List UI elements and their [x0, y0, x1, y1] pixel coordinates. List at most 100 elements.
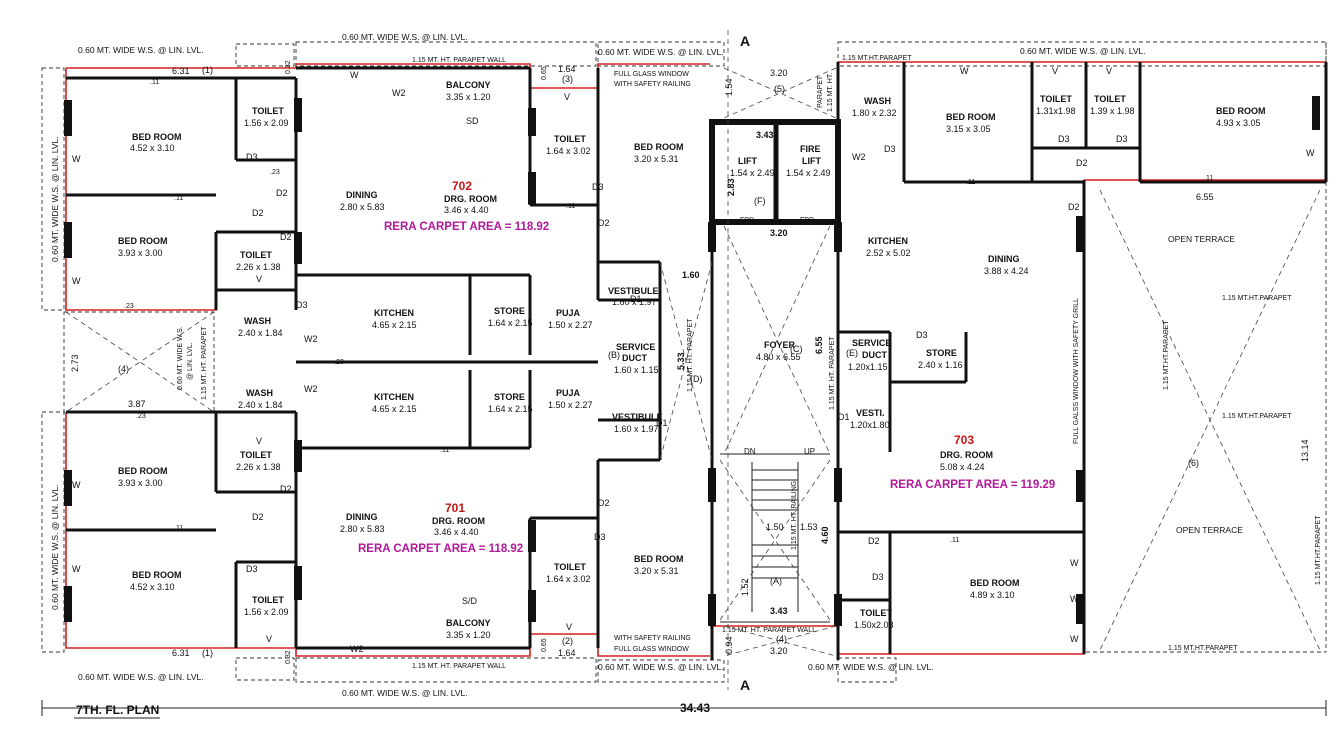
- room-size: 1.60 x 1.97: [612, 297, 657, 307]
- dimension: 6.31: [172, 66, 190, 76]
- unit-labels: 702 DRG. ROOM 3.46 x 4.40 RERA CARPET AR…: [358, 179, 1055, 555]
- door-tag: D3: [296, 300, 308, 310]
- door-tag: D3: [1116, 134, 1128, 144]
- window-tag: W: [350, 70, 359, 80]
- window-tag: W: [1306, 148, 1315, 158]
- ws-note: 0.60 MT. WIDE W.S. @ LIN. LVL.: [598, 47, 724, 57]
- dimension: 3.20: [770, 68, 788, 78]
- door-tag: D3: [884, 144, 896, 154]
- ws-note: 0.60 MT. WIDE W.S. @ LIN. LVL.: [78, 672, 204, 682]
- shaft-crosses: [65, 67, 1321, 657]
- vent-tag: V: [256, 436, 262, 446]
- window-tag: W2: [392, 88, 406, 98]
- room-size: 3.20 x 5.31: [634, 154, 679, 164]
- room-size: 1.60 x 1.15: [614, 365, 659, 375]
- window-tag: W: [72, 564, 81, 574]
- room-name: WASH: [244, 316, 271, 326]
- ws-note: 0.60 MT. WIDE W.S. @ LIN. LVL.: [78, 45, 204, 55]
- parapet-note: 1.15 MT.HT.PARAPET: [842, 55, 912, 62]
- window-tag: W: [960, 66, 969, 76]
- room-size: 1.64 x 2.15: [488, 318, 533, 328]
- door-tag: D2: [598, 498, 610, 508]
- room-name: DINING: [346, 512, 378, 522]
- dimension: 1.54: [724, 78, 734, 96]
- room-size: 2.80 x 5.83: [340, 524, 385, 534]
- dimension: 0.32: [285, 650, 292, 664]
- window-tag: W2: [304, 334, 318, 344]
- zone-tag: (3): [562, 74, 573, 84]
- window-tag: W: [1070, 594, 1079, 604]
- room-size: 1.56 x 2.09: [244, 118, 289, 128]
- ws-note: 0.60 MT. WIDE W.S. @ LIN. LVL.: [598, 662, 724, 672]
- parapet-note: 1.15 MT. HT. PARAPET WALL: [412, 57, 506, 64]
- room-name: SERVICE: [852, 338, 891, 348]
- room-size: 1.31x1.98: [1036, 106, 1076, 116]
- rera-area: RERA CARPET AREA = 118.92: [358, 543, 523, 555]
- vent-tag: V: [266, 634, 272, 644]
- dimension: .11: [966, 179, 975, 186]
- room-name: BED ROOM: [946, 112, 996, 122]
- room-name: BED ROOM: [132, 570, 182, 580]
- window-marks: [64, 96, 1320, 626]
- dimension: 3.20: [770, 228, 788, 238]
- window-tag: W2: [304, 384, 318, 394]
- unit-number: 701: [445, 501, 465, 515]
- room-size: 2.52 x 5.02: [866, 248, 911, 258]
- vent-tag: V: [566, 622, 572, 632]
- door-tag: D2: [252, 208, 264, 218]
- dimension: 3.20: [770, 646, 788, 656]
- room-name: VESTIBULE: [608, 286, 659, 296]
- ws-note: 0.60 MT. WIDE W.S. @ LIN. LVL.: [808, 662, 934, 672]
- room-name: WASH: [864, 96, 891, 106]
- room-size: 1.64 x 3.02: [546, 574, 591, 584]
- room-name: OPEN TERRACE: [1176, 525, 1243, 535]
- door-tag: D2: [276, 188, 288, 198]
- dimension: .11: [566, 203, 575, 210]
- room-size: 3.15 x 3.05: [946, 124, 991, 134]
- room-size: 1.50 x 2.27: [548, 400, 593, 410]
- room-name: STORE: [926, 348, 957, 358]
- zone-tag: (A): [770, 576, 782, 586]
- dimension: .11: [174, 525, 183, 532]
- zone-tag: (6): [1188, 458, 1199, 468]
- dimension: 0.32: [285, 60, 292, 74]
- room-name: OPEN TERRACE: [1168, 234, 1235, 244]
- door-tag: D2: [280, 484, 292, 494]
- room-size: 4.52 x 3.10: [130, 143, 175, 153]
- dimension: 2.83: [726, 178, 736, 196]
- room-name: STORE: [494, 306, 525, 316]
- staircase: [751, 462, 799, 612]
- room-name: BALCONY: [446, 80, 491, 90]
- plan-title: 7TH. FL. PLAN: [76, 703, 159, 717]
- zone-tag: (1): [202, 648, 213, 658]
- ws-note: 0.60 MT. WIDE W.S. @ LIN. LVL.: [342, 688, 468, 698]
- dimension: .23: [136, 413, 146, 420]
- glass-note: FULL GLASS WINDOW: [614, 71, 689, 78]
- railing-note: 1.15 MT. HT. RAILING: [791, 481, 798, 550]
- glass-grill-note: FULL GALSS WINDOW WITH SAFETY GRILL: [1073, 298, 1080, 444]
- dimension: 13.14: [1300, 439, 1310, 462]
- stair-up-label: UP: [804, 447, 815, 456]
- room-size: 1.20x1.80: [850, 420, 890, 430]
- title-block: 7TH. FL. PLAN 34.43: [76, 701, 710, 717]
- vent-tag: V: [564, 92, 570, 102]
- ws-note: 0.60 MT. WIDE W.S. @ LIN. LVL.: [1020, 46, 1146, 56]
- room-name: BED ROOM: [118, 236, 168, 246]
- overall-dimension: [41, 700, 1327, 719]
- section-marker-bottom: A: [740, 677, 750, 693]
- room-size: 1.20x1.15: [848, 362, 888, 372]
- window-tag: W: [1070, 558, 1079, 568]
- room-name: TOILET: [1094, 94, 1126, 104]
- room-name: DRG. ROOM: [444, 194, 497, 204]
- room-size: 2.40 x 1.16: [918, 360, 963, 370]
- zone-tag: (5): [774, 84, 785, 94]
- room-size: 3.35 x 1.20: [446, 630, 491, 640]
- room-name: PUJA: [556, 308, 581, 318]
- terrace-parapet-note: 1.15 MT.HT.PARAPET: [1222, 295, 1292, 302]
- dimension: 3.43: [756, 130, 774, 140]
- opening-tags: W W W W W W2 W2 W2 W2 W2 W W W W W V V V…: [72, 65, 1315, 658]
- room-size: 5.08 x 4.24: [940, 462, 985, 472]
- room-name: TOILET: [240, 450, 272, 460]
- dimension: 1.60: [682, 270, 700, 280]
- unit-number: 703: [954, 433, 974, 447]
